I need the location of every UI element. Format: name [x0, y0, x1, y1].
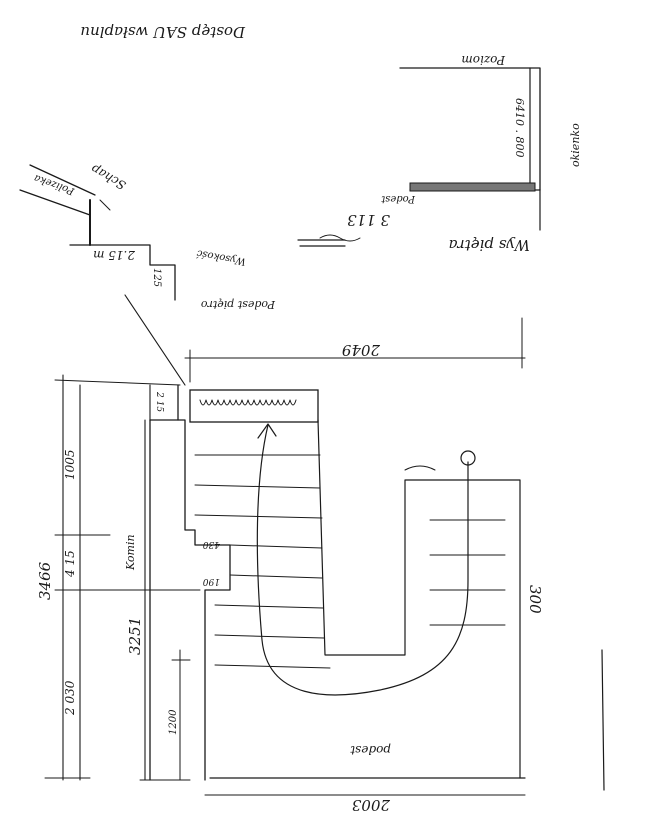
- landing-left-sub: Schap: [88, 162, 128, 193]
- dim-300: 300: [526, 585, 544, 614]
- landing-top-label: Poziom: [461, 53, 506, 67]
- wys-pietra-label: Wys piętra: [449, 236, 530, 254]
- floor-plan: 2049 3466 1005 4 15 2 030 Komin 3251 120…: [36, 317, 544, 814]
- height-top-left: 2.15 m: [93, 248, 136, 262]
- dim-1005: 1005: [63, 449, 77, 480]
- dim-3113: 3 113: [347, 211, 390, 229]
- podest-pietro-label: Podest piętro: [201, 298, 276, 311]
- dim-3251: 3251: [126, 617, 144, 655]
- landing-detail-right: Poziom 6410 . 800 okienko Wys piętra 3 1…: [297, 53, 582, 254]
- komin-label: Komin: [124, 534, 137, 571]
- header-note: Dostęp SAU wsłaplnu: [80, 23, 246, 41]
- podest-small-label: Podest: [380, 193, 416, 204]
- dim-1200: 1200: [168, 709, 179, 735]
- dim-bottom-width: 2003: [352, 796, 391, 814]
- dim-125: 125: [151, 268, 162, 287]
- podest-bottom-label: podest: [350, 743, 391, 757]
- dim-190: 190: [203, 576, 220, 586]
- dim-2030: 2 030: [63, 680, 77, 716]
- dim-215: 2 15: [154, 391, 164, 412]
- dim-top-width: 2049: [341, 341, 381, 359]
- side-right-label: okienko: [569, 123, 582, 167]
- landing-detail-left: Polizeka Schap 2.15 m 125 Wysokość Podes…: [19, 162, 276, 386]
- height-right-label: 6410 . 800: [513, 98, 526, 157]
- landing-left-label: Polizeka: [33, 172, 77, 197]
- dim-415: 4 15: [63, 550, 77, 578]
- dim-total-height: 3466: [36, 561, 54, 600]
- dim-430: 430: [203, 539, 221, 549]
- pos-label: Wysokość: [196, 247, 247, 267]
- stray-line: [601, 649, 605, 791]
